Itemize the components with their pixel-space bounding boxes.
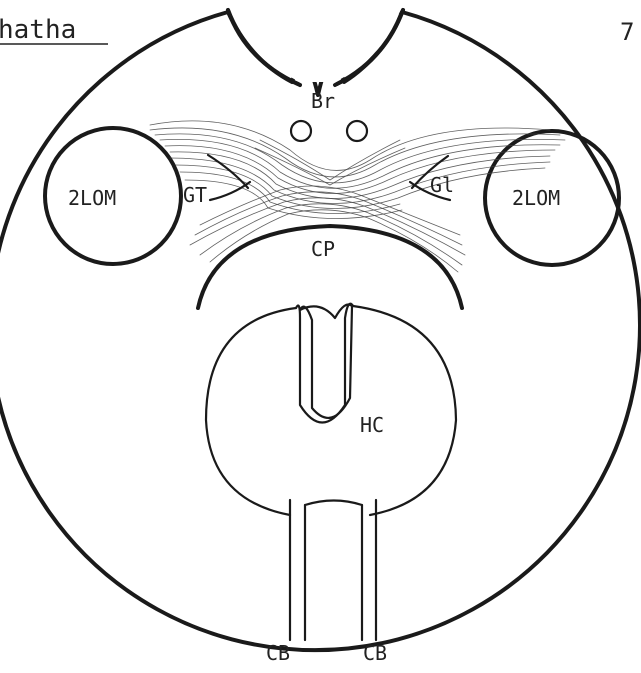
label-lom-left: 2LOM <box>68 186 116 210</box>
notch-gap <box>232 14 399 82</box>
label-gl: Gl <box>430 173 454 197</box>
hc-slot <box>296 304 353 423</box>
br-loop-right <box>347 121 367 141</box>
partial-title: hatha <box>0 15 76 45</box>
cb-bridge <box>305 501 362 506</box>
label-gt: GT <box>183 183 207 207</box>
hc-body <box>206 306 456 515</box>
label-cb-right: CB <box>363 641 387 665</box>
fibre-bundle <box>150 121 565 272</box>
page-mark: 7 <box>620 18 634 46</box>
label-cb-left: CB <box>266 641 290 665</box>
br-loop-left <box>291 121 311 141</box>
label-cp: CP <box>311 237 335 261</box>
label-hc: HC <box>360 413 384 437</box>
label-lom-right: 2LOM <box>512 186 560 210</box>
label-br: Br <box>311 89 335 113</box>
gt-arc-upper <box>208 155 248 188</box>
